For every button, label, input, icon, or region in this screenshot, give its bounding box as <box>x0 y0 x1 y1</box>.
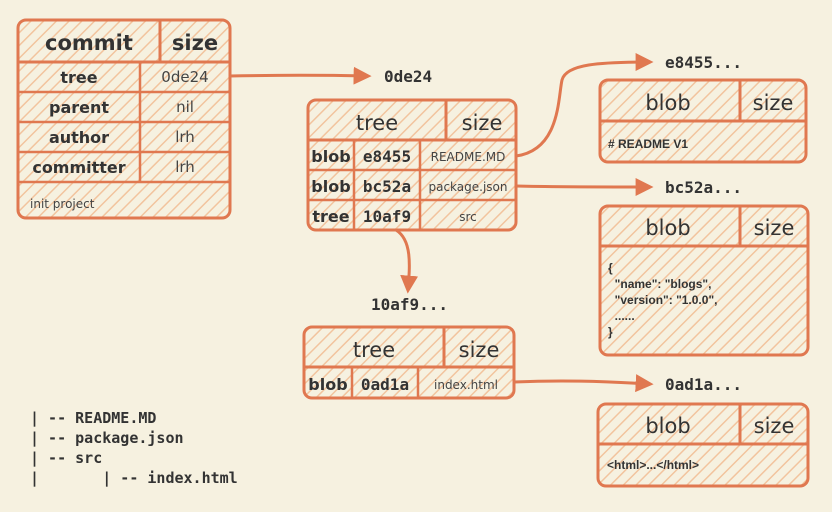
readme-blob-object: blob size # README V1 <box>598 78 808 164</box>
commit-row-value: nil <box>176 98 194 116</box>
tree-entry-type: blob <box>308 375 347 394</box>
index-blob-object: blob size <html>...</html> <box>596 402 810 488</box>
package-blob-object: blob size { "name": "blogs", "version": … <box>598 204 810 357</box>
tree-entry-hash: 10af9 <box>363 207 411 226</box>
root-tree-hash-label: 0de24 <box>384 67 432 86</box>
file-tree-line: | | -- index.html <box>30 469 238 488</box>
src-tree-object: tree size blob 0ad1a index.html <box>302 325 516 400</box>
blob-content-line: ...... <box>608 309 635 323</box>
package-blob-hash-label: bc52a... <box>665 178 742 197</box>
arrow-src-to-tree <box>395 228 419 294</box>
commit-message: init project <box>30 197 95 211</box>
tree-entry-type: blob <box>311 177 350 196</box>
commit-row-value: lrh <box>175 158 195 176</box>
commit-object: commit size tree 0de24 parent nil author… <box>16 18 232 220</box>
tree-entry-hash: e8455 <box>363 147 411 166</box>
commit-row-key: parent <box>49 98 109 117</box>
tree-entry-name: package.json <box>428 180 507 194</box>
blob-content-line: { <box>608 261 613 275</box>
blob-content-line: <html>...</html> <box>607 458 699 472</box>
blob-content-line: "version": "1.0.0", <box>608 293 717 307</box>
tree-entry-type: blob <box>311 147 350 166</box>
tree-entry-type: tree <box>312 207 349 226</box>
blob-content-line: # README V1 <box>608 137 688 151</box>
commit-row-value: 0de24 <box>161 68 208 86</box>
file-tree-listing: | -- README.MD | -- package.json | -- sr… <box>30 409 238 488</box>
arrow-readme-to-blob <box>515 53 654 158</box>
blob-header-size: size <box>754 414 795 438</box>
file-tree-line: | -- README.MD <box>30 409 156 428</box>
tree-entry-name: README.MD <box>431 150 506 164</box>
commit-row-value: lrh <box>175 128 195 146</box>
file-tree-line: | -- src <box>30 449 102 468</box>
readme-blob-hash-label: e8455... <box>665 53 742 72</box>
commit-header-size: size <box>172 31 218 55</box>
blob-header-name: blob <box>645 216 690 240</box>
tree-header-size: size <box>459 338 500 362</box>
commit-row-key: tree <box>60 68 97 87</box>
tree-entry-hash: 0ad1a <box>361 375 409 394</box>
index-blob-hash-label: 0ad1a... <box>665 375 742 394</box>
blob-content-line: } <box>608 325 613 339</box>
arrow-package-to-blob <box>515 177 654 196</box>
file-tree-line: | -- package.json <box>30 429 184 448</box>
root-tree-object: tree size blob e8455 README.MD blob bc52… <box>306 98 518 232</box>
blob-header-size: size <box>753 91 794 115</box>
tree-entry-hash: bc52a <box>363 177 411 196</box>
commit-row-key: committer <box>32 158 125 177</box>
tree-entry-name: index.html <box>434 378 498 392</box>
blob-header-name: blob <box>645 91 690 115</box>
reference-arrows <box>229 53 654 393</box>
blob-header-size: size <box>754 216 795 240</box>
blob-content-line: "name": "blogs", <box>608 277 711 291</box>
tree-header-name: tree <box>353 338 395 362</box>
arrow-commit-to-tree <box>229 66 372 85</box>
tree-header-name: tree <box>356 111 398 135</box>
arrow-index-to-blob <box>513 374 654 393</box>
commit-header-name: commit <box>45 31 133 55</box>
commit-row-key: author <box>49 128 109 147</box>
src-tree-hash-label: 10af9... <box>371 295 448 314</box>
tree-entry-name: src <box>459 210 477 224</box>
blob-header-name: blob <box>645 414 690 438</box>
tree-header-size: size <box>462 111 503 135</box>
